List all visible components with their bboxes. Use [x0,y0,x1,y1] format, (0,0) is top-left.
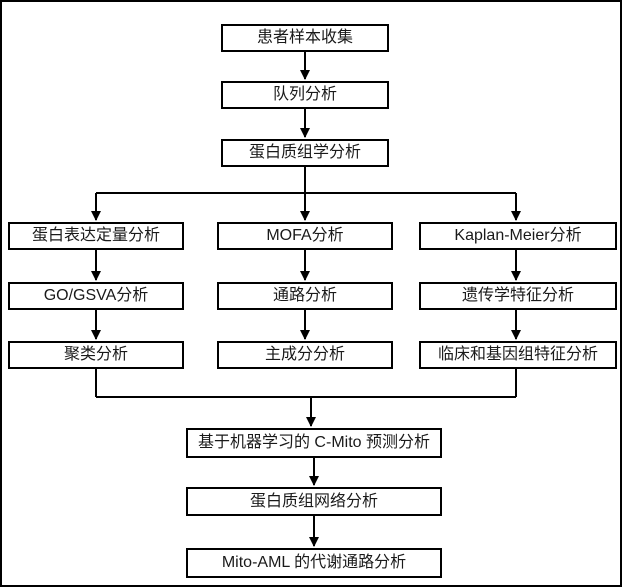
node-clinical-genomic-analysis: 临床和基因组特征分析 [419,341,617,369]
node-go-gsva-analysis: GO/GSVA分析 [8,282,184,310]
node-cmito-prediction: 基于机器学习的 C-Mito 预测分析 [186,428,442,458]
node-proteomics-analysis: 蛋白质组学分析 [221,139,389,167]
node-genetic-features-analysis: 遗传学特征分析 [419,282,617,310]
node-sample-collection: 患者样本收集 [221,24,389,52]
node-clustering-analysis: 聚类分析 [8,341,184,369]
node-kaplan-meier-analysis: Kaplan-Meier分析 [419,222,617,250]
node-cohort-analysis: 队列分析 [221,81,389,109]
node-pathway-analysis: 通路分析 [217,282,393,310]
node-mofa-analysis: MOFA分析 [217,222,393,250]
node-protein-quantification: 蛋白表达定量分析 [8,222,184,250]
node-pca-analysis: 主成分分析 [217,341,393,369]
node-mito-aml-pathway-analysis: Mito-AML 的代谢通路分析 [186,548,442,578]
node-proteome-network-analysis: 蛋白质组网络分析 [186,487,442,516]
